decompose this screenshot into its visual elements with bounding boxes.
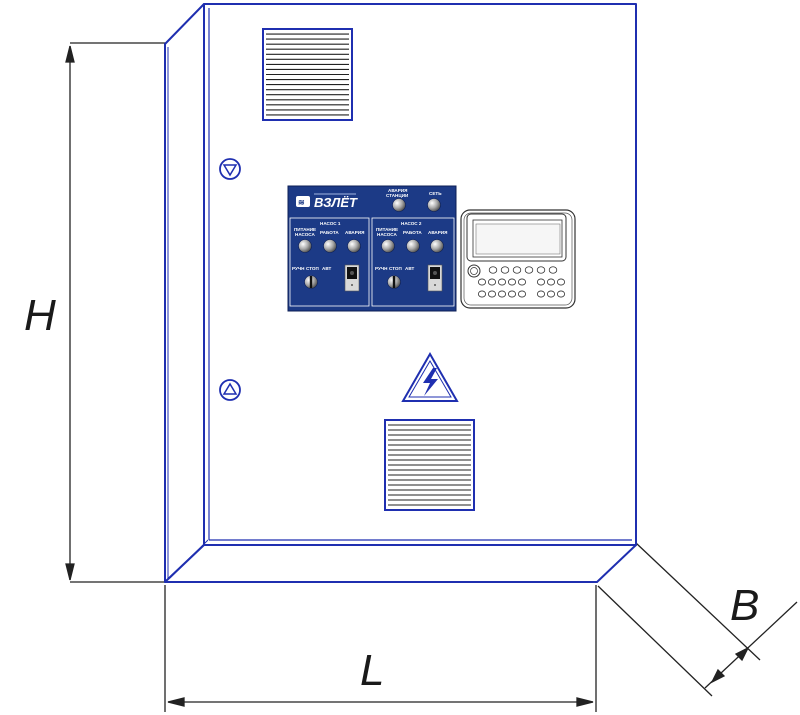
pump2-manual-label: РУЧН (375, 266, 388, 271)
length-dimension (164, 585, 597, 712)
station-fault-lamp (392, 198, 406, 212)
keypad-key[interactable] (507, 278, 516, 286)
pump1-start-button[interactable] (344, 264, 360, 292)
pump2-work-lamp (406, 239, 420, 253)
network-lamp (427, 198, 441, 212)
high-voltage-warning-icon (401, 351, 459, 402)
triangle-down-lock-icon[interactable] (219, 158, 241, 180)
pump1-work-lamp (323, 239, 337, 253)
controller-display (466, 213, 567, 262)
keypad-key[interactable] (557, 290, 566, 298)
pump1-power-lamp (298, 239, 312, 253)
keypad-key[interactable] (548, 266, 558, 274)
height-label: H (24, 291, 56, 340)
pump1-power-label-2: НАСОСА (295, 232, 315, 237)
depth-label: B (730, 581, 759, 630)
controller-keypad[interactable] (477, 266, 566, 298)
keypad-key[interactable] (547, 278, 556, 286)
pump2-work-label: РАБОТА (403, 230, 422, 235)
pump2-header: НАСОС 2 (401, 221, 422, 226)
pump1-work-label: РАБОТА (320, 230, 339, 235)
keypad-key[interactable] (497, 290, 506, 298)
pump2-fault-lamp (430, 239, 444, 253)
pump1-power-label-1: ПИТАНИЕ (294, 227, 316, 232)
pump2-start-button[interactable] (427, 264, 443, 292)
length-label: L (360, 646, 384, 695)
controller-knob[interactable] (467, 264, 481, 278)
keypad-key[interactable] (518, 290, 527, 298)
keypad-key[interactable] (537, 290, 546, 298)
pump2-auto-label: АВТ (405, 266, 414, 271)
pump1-fault-label: АВАРИЯ (345, 230, 364, 235)
triangle-up-lock-icon[interactable] (219, 379, 241, 401)
keypad-key[interactable] (477, 290, 486, 298)
keypad-key[interactable] (500, 266, 510, 274)
brand-name: ВЗЛЁТ (314, 195, 358, 210)
keypad-key[interactable] (536, 266, 546, 274)
depth-dimension (597, 542, 798, 697)
keypad-key[interactable] (512, 266, 522, 274)
keypad-key[interactable] (537, 278, 546, 286)
keypad-key[interactable] (488, 266, 498, 274)
keypad-key[interactable] (518, 278, 527, 286)
pump1-mode-switch[interactable] (304, 275, 318, 289)
pump2-fault-label: АВАРИЯ (428, 230, 447, 235)
network-label: СЕТЬ (429, 191, 442, 196)
height-dimension (65, 42, 168, 583)
brand-logo: ≋ ВЗЛЁТ (296, 193, 358, 210)
keypad-key[interactable] (547, 290, 556, 298)
pump1-auto-label: АВТ (322, 266, 331, 271)
keypad-key[interactable] (497, 278, 506, 286)
keypad-key[interactable] (477, 278, 486, 286)
controller-device (460, 209, 576, 309)
station-fault-label-1: АВАРИЯ (388, 188, 407, 193)
pump1-stop-label: СТОП (306, 266, 319, 271)
keypad-key[interactable] (557, 278, 566, 286)
pump1-header: НАСОС 1 (320, 221, 341, 226)
keypad-key[interactable] (487, 290, 496, 298)
keypad-key[interactable] (487, 278, 496, 286)
top-vent-grille (262, 28, 353, 121)
bottom-vent-grille (384, 419, 475, 511)
control-panel: ≋ ВЗЛЁТ АВАРИЯ СТАНЦИИ СЕТЬ НАСОС 1 ПИТА… (287, 185, 457, 312)
keypad-key[interactable] (507, 290, 516, 298)
svg-text:≋: ≋ (298, 198, 305, 207)
pump2-power-label-2: НАСОСА (377, 232, 397, 237)
pump1-fault-lamp (347, 239, 361, 253)
pump2-stop-label: СТОП (389, 266, 402, 271)
station-fault-label-2: СТАНЦИИ (386, 193, 408, 198)
pump2-mode-switch[interactable] (387, 275, 401, 289)
keypad-key[interactable] (524, 266, 534, 274)
pump2-power-label-1: ПИТАНИЕ (376, 227, 398, 232)
pump1-manual-label: РУЧН (292, 266, 305, 271)
pump2-power-lamp (381, 239, 395, 253)
